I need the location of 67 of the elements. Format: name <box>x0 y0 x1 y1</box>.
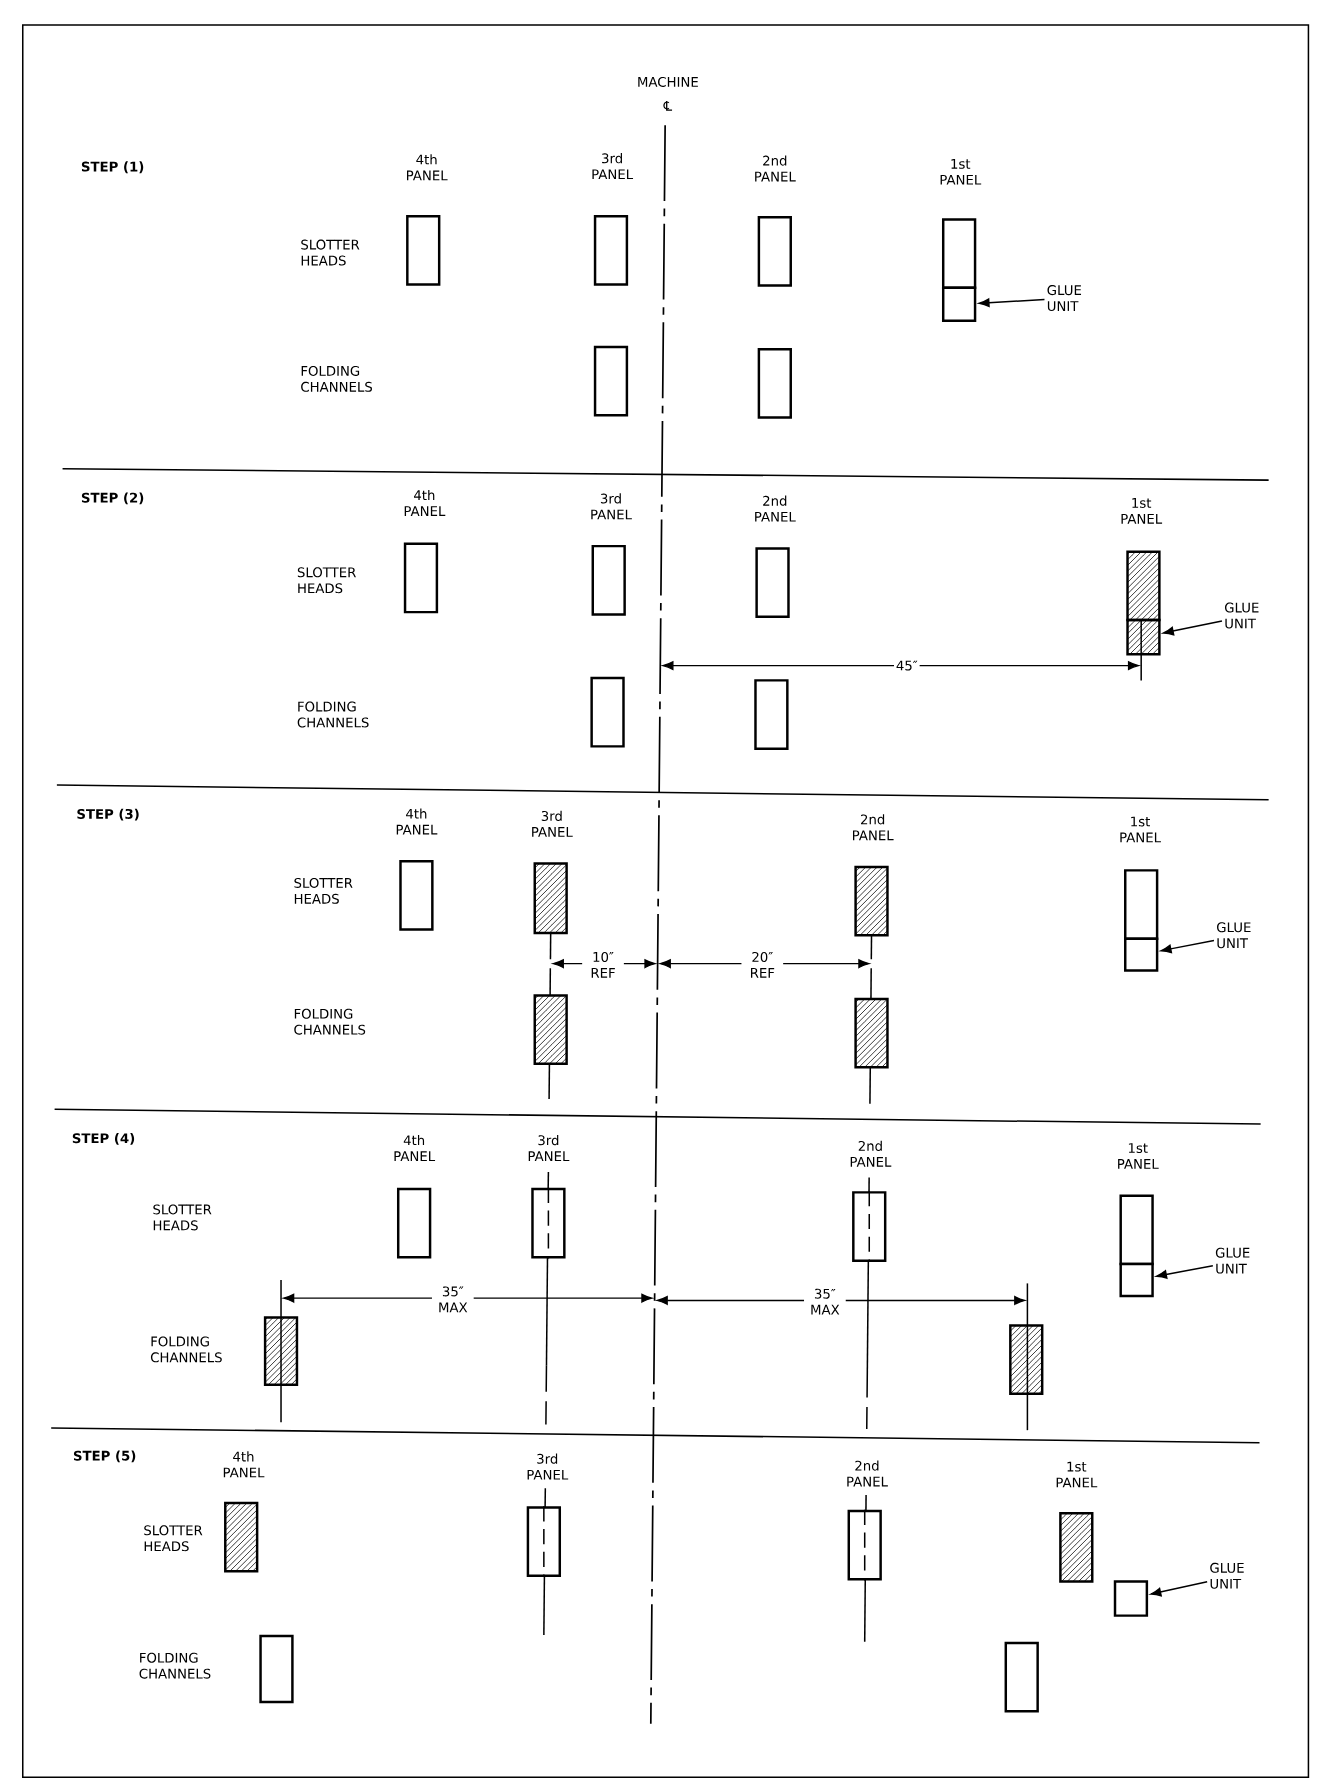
panel-label: 4th PANEL <box>215 1449 273 1480</box>
panel-label: 3rd PANEL <box>523 808 581 839</box>
panel-label: 2nd PANEL <box>844 812 902 843</box>
step-label: STEP (3) <box>77 808 139 821</box>
row-label: FOLDING CHANNELS <box>297 701 369 728</box>
panel-label: 1st PANEL <box>1112 496 1170 526</box>
dimension-label: 35″ MAX <box>432 1284 474 1315</box>
step-label: STEP (2) <box>82 492 144 505</box>
row-label: FOLDING CHANNELS <box>139 1652 211 1679</box>
row-label: FOLDING CHANNELS <box>151 1336 223 1363</box>
hatched-box <box>264 1316 299 1386</box>
step-label: STEP (5) <box>74 1450 136 1463</box>
panel-label: 2nd PANEL <box>746 153 804 184</box>
box <box>594 345 629 417</box>
box <box>1114 1580 1149 1617</box>
panel-label: 3rd PANEL <box>519 1451 576 1482</box>
leader-arrow <box>1163 620 1223 636</box>
box <box>1124 937 1159 972</box>
hatched-box <box>854 997 889 1069</box>
row-label: FOLDING CHANNELS <box>294 1008 366 1035</box>
panel-label: 4th PANEL <box>398 152 456 183</box>
hatched-box <box>533 994 569 1066</box>
callout-text: GLUE UNIT <box>1210 1562 1244 1589</box>
dimension-label: 35″ MAX <box>804 1286 846 1317</box>
row-label: SLOTTER HEADS <box>144 1525 203 1552</box>
panel-label: 4th PANEL <box>385 1133 443 1163</box>
step-label: STEP (1) <box>82 161 144 174</box>
box <box>259 1634 294 1704</box>
box <box>754 679 789 750</box>
box <box>1004 1641 1040 1713</box>
row-label: SLOTTER HEADS <box>153 1204 212 1231</box>
callout-text: GLUE UNIT <box>1216 1247 1250 1274</box>
row-label: SLOTTER HEADS <box>298 567 357 594</box>
panel-label: 3rd PANEL <box>583 151 641 181</box>
row-label: FOLDING CHANNELS <box>301 365 373 392</box>
label: 45″ <box>894 658 920 673</box>
panel-label: 1st PANEL <box>1111 814 1169 845</box>
row-label: SLOTTER HEADS <box>294 877 353 904</box>
leader-arrow <box>978 298 1046 308</box>
panel-label: 2nd PANEL <box>842 1138 900 1169</box>
row-label: SLOTTER HEADS <box>301 239 360 266</box>
panel-label: 1st PANEL <box>932 157 989 187</box>
panel-label: 2nd PANEL <box>838 1458 896 1489</box>
callout-text: GLUE UNIT <box>1047 285 1082 312</box>
hatched-box <box>1126 618 1161 656</box>
box <box>1119 1262 1155 1298</box>
panel-label: 2nd PANEL <box>746 493 804 524</box>
callout-text: GLUE UNIT <box>1217 922 1251 949</box>
dimension-label: 10″ REF <box>582 950 625 980</box>
panel-label: 1st PANEL <box>1048 1459 1105 1490</box>
dimension-label: 20″ REF <box>741 950 784 980</box>
label: MACHINE <box>638 76 699 87</box>
panel-label: 3rd PANEL <box>582 491 640 522</box>
leader-arrow <box>1160 939 1215 954</box>
panel-label: 4th PANEL <box>396 488 454 518</box>
leader-arrow <box>1156 1264 1214 1279</box>
panel-label: 3rd PANEL <box>520 1133 578 1163</box>
leader-arrow <box>1150 1581 1209 1597</box>
label: ℄ <box>663 101 673 111</box>
hatched-box <box>1009 1324 1044 1395</box>
panel-label: 4th PANEL <box>388 806 446 837</box>
box <box>942 286 977 323</box>
callout-text: GLUE UNIT <box>1225 602 1259 629</box>
box <box>757 348 793 419</box>
panel-label: 1st PANEL <box>1109 1141 1167 1171</box>
box <box>590 676 625 748</box>
step-label: STEP (4) <box>73 1133 135 1145</box>
